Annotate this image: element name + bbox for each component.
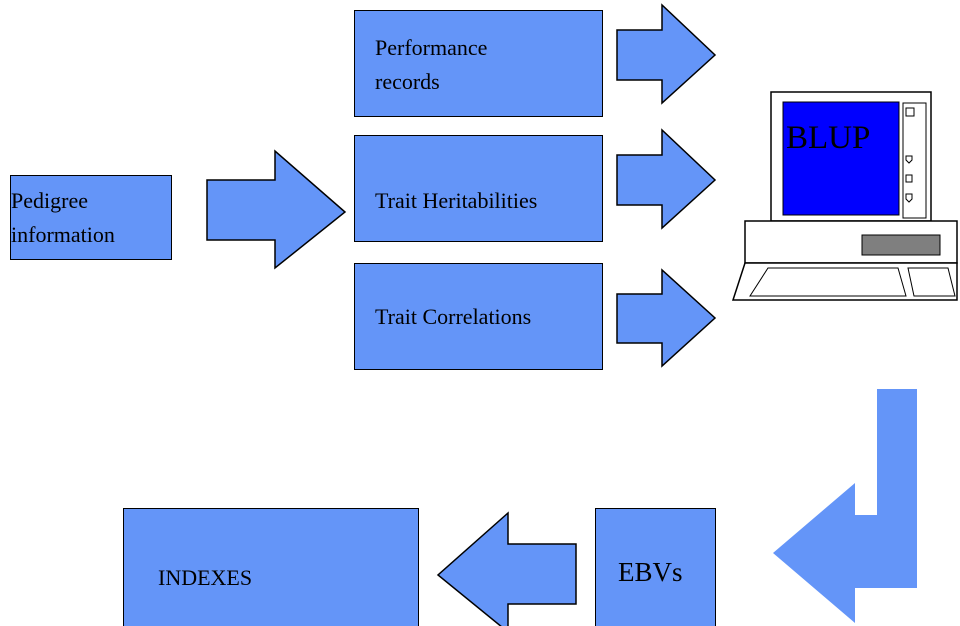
performance-label-line2: records (375, 69, 440, 94)
arrow-heritabilities-to-computer (616, 128, 717, 230)
pedigree-label-line2: information (11, 222, 115, 247)
arrow-computer-to-ebvs (773, 389, 917, 623)
blup-label: BLUP (786, 120, 871, 156)
indexes-label: INDEXES (158, 565, 253, 590)
pedigree-information-box: Pedigree information (10, 175, 172, 260)
pedigree-label-line1: Pedigree (11, 188, 88, 213)
trait-heritabilities-box: Trait Heritabilities (354, 135, 603, 242)
arrow-correlations-to-computer (616, 268, 717, 368)
trait-correlations-label: Trait Correlations (375, 304, 532, 329)
arrow-performance-to-computer (616, 3, 717, 105)
monitor-screen (782, 101, 900, 216)
computer-icon (731, 91, 958, 301)
trait-heritabilities-label: Trait Heritabilities (375, 188, 538, 213)
arrow-pedigree-to-inputs (206, 149, 347, 270)
performance-records-box: Performance records (354, 10, 603, 117)
arrow-ebvs-to-indexes (436, 511, 577, 626)
indexes-box: INDEXES (123, 508, 419, 626)
disk-drive (861, 234, 941, 256)
performance-label-line1: Performance (375, 35, 488, 60)
trait-correlations-box: Trait Correlations (354, 263, 603, 370)
ebvs-box: EBVs (595, 508, 716, 626)
ebvs-label: EBVs (618, 557, 683, 587)
